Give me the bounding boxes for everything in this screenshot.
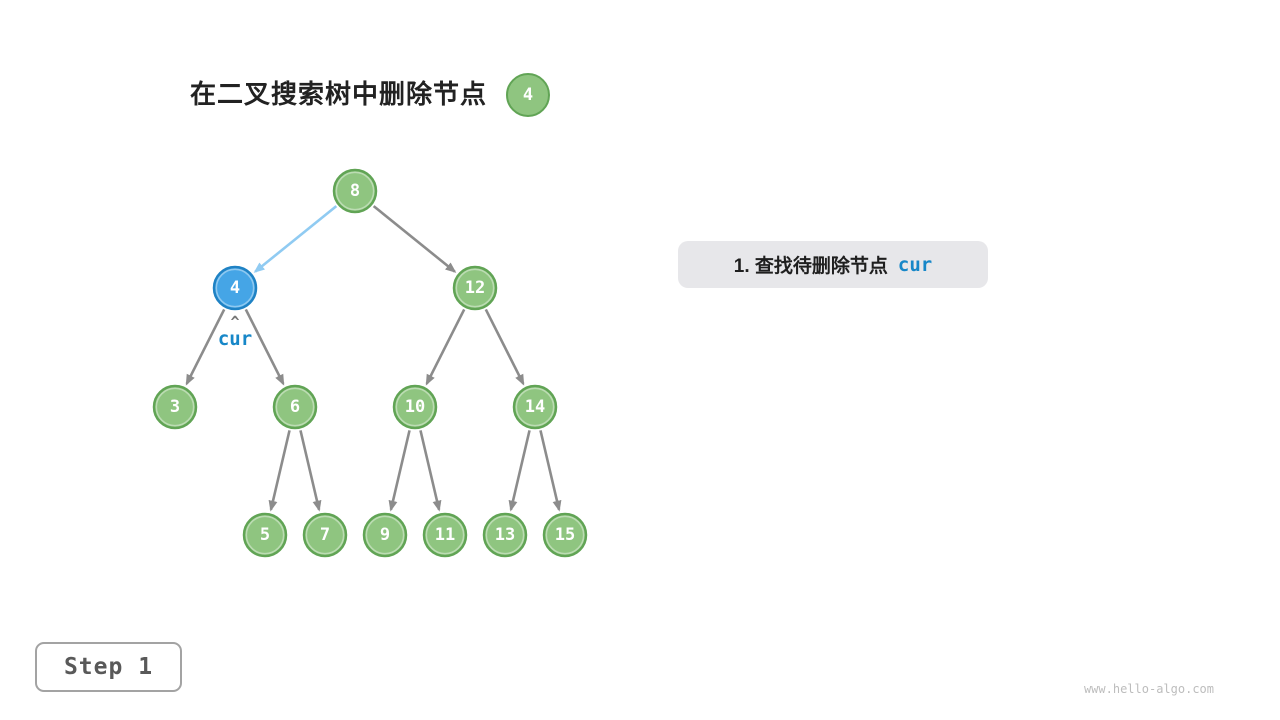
tree-node-value: 15 <box>555 525 575 545</box>
tree-node-6: 6 <box>272 384 318 430</box>
tree-node-value: 10 <box>405 397 425 417</box>
edge-6-7 <box>299 430 322 512</box>
tree-node-14: 14 <box>512 384 558 430</box>
edge-4-3 <box>185 308 226 386</box>
tree-node-9: 9 <box>362 512 408 558</box>
edge-14-15 <box>539 430 562 512</box>
tree-node-12: 12 <box>452 265 498 311</box>
tree-node-value: 9 <box>380 525 390 545</box>
tree-node-7: 7 <box>302 512 348 558</box>
tree-node-3: 3 <box>152 384 198 430</box>
tree-node-value: 3 <box>170 397 180 417</box>
tree-node-15: 15 <box>542 512 588 558</box>
step-label: Step 1 <box>63 654 154 680</box>
tree-node-value: 7 <box>320 525 330 545</box>
tree-node-value: 11 <box>435 525 455 545</box>
title-node-value: 4 <box>522 85 534 105</box>
title-node-badge: 4 <box>506 73 550 117</box>
tree-node-4: 4 <box>212 265 258 311</box>
tree-node-value: 8 <box>350 181 360 201</box>
annotation-box: 1. 查找待删除节点 cur <box>678 241 988 288</box>
tree-node-13: 13 <box>482 512 528 558</box>
tree-node-8: 8 <box>332 168 378 214</box>
watermark: www.hello-algo.com <box>1083 682 1214 696</box>
edge-6-5 <box>268 430 291 512</box>
tree-node-11: 11 <box>422 512 468 558</box>
cur-label: cur <box>217 328 253 350</box>
annotation-code: cur <box>897 253 933 276</box>
edge-14-13 <box>508 430 531 512</box>
edge-8-12 <box>372 205 457 273</box>
edge-12-10 <box>425 308 466 386</box>
page-title: 在二叉搜索树中删除节点 <box>190 79 488 109</box>
edge-12-14 <box>484 308 525 386</box>
tree-node-value: 5 <box>260 525 270 545</box>
tree-node-value: 12 <box>465 278 485 298</box>
tree-node-value: 4 <box>230 278 240 298</box>
edge-4-6 <box>244 308 285 386</box>
edge-8-4 <box>253 205 338 273</box>
step-badge: Step 1 <box>35 642 182 692</box>
tree-node-value: 6 <box>290 397 300 417</box>
tree-node-5: 5 <box>242 512 288 558</box>
cur-pointer: ^ cur <box>217 313 253 351</box>
annotation-text: 1. 查找待删除节点 <box>733 256 888 277</box>
tree-node-value: 13 <box>495 525 515 545</box>
caret-up-icon: ^ <box>230 313 240 331</box>
tree-node-value: 14 <box>525 397 545 417</box>
tree-node-10: 10 <box>392 384 438 430</box>
edge-10-9 <box>388 430 411 512</box>
edge-10-11 <box>419 430 442 512</box>
